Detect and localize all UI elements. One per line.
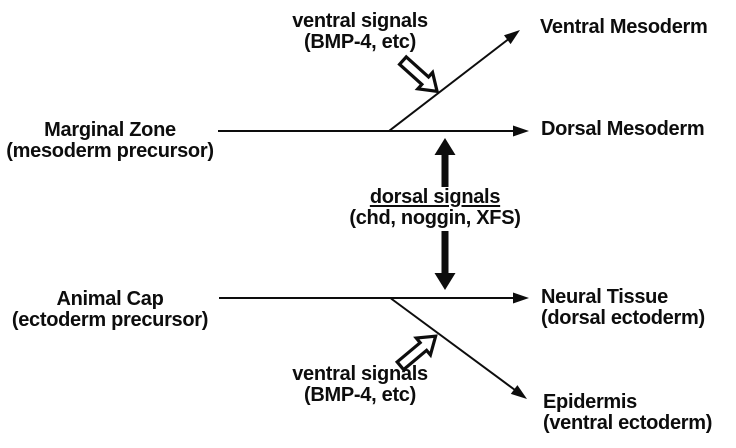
node-neural-tissue-title: Neural Tissue	[541, 286, 668, 308]
dorsal-signals-up-arrow	[434, 138, 456, 187]
node-dorsal-mesoderm-title: Dorsal Mesoderm	[541, 118, 705, 140]
dorsal-signals-label: dorsal signals (chd, noggin, XFS)	[349, 186, 521, 229]
node-animal-cap-subtitle: (ectoderm precursor)	[11, 309, 209, 331]
node-epidermis-subtitle: (ventral ectoderm)	[543, 412, 713, 434]
node-epidermis-title: Epidermis	[543, 391, 637, 413]
animal-cap-to-neural-tissue-arrow	[219, 292, 529, 304]
node-animal-cap: Animal Cap (ectoderm precursor)	[11, 288, 209, 331]
ventral-signals-bottom-subtitle: (BMP-4, etc)	[304, 384, 416, 406]
node-ventral-mesoderm-title: Ventral Mesoderm	[540, 16, 708, 38]
dorsal-signals-down-arrow	[434, 231, 456, 290]
node-marginal-zone-subtitle: (mesoderm precursor)	[6, 140, 214, 162]
node-dorsal-mesoderm: Dorsal Mesoderm	[541, 118, 705, 140]
node-marginal-zone-title: Marginal Zone	[44, 119, 176, 141]
ventral-signals-top-title: ventral signals	[292, 10, 428, 32]
ventral-signals-bottom-label: ventral signals (BMP-4, etc)	[292, 364, 428, 406]
marginal-zone-to-ventral-mesoderm-arrow	[388, 30, 520, 132]
node-epidermis: Epidermis (ventral ectoderm)	[543, 392, 712, 434]
ventral-signals-top-label: ventral signals (BMP-4, etc)	[292, 11, 428, 53]
dorsal-signals-subtitle: (chd, noggin, XFS)	[349, 207, 521, 229]
marginal-zone-to-dorsal-mesoderm-arrow	[218, 125, 529, 137]
node-neural-tissue: Neural Tissue (dorsal ectoderm)	[541, 287, 705, 329]
ventral-signals-top-arrow-icon	[397, 54, 440, 94]
node-marginal-zone: Marginal Zone (mesoderm precursor)	[6, 119, 214, 162]
node-neural-tissue-subtitle: (dorsal ectoderm)	[541, 307, 705, 329]
animal-cap-to-epidermis-arrow	[390, 297, 527, 399]
ventral-signals-bottom-title: ventral signals	[292, 363, 428, 385]
ventral-signals-top-subtitle: (BMP-4, etc)	[304, 31, 416, 53]
node-ventral-mesoderm: Ventral Mesoderm	[540, 17, 708, 38]
ventral-signals-bottom-arrow-icon	[394, 334, 438, 372]
node-animal-cap-title: Animal Cap	[56, 288, 164, 310]
dorsal-signals-title: dorsal signals	[369, 186, 501, 208]
